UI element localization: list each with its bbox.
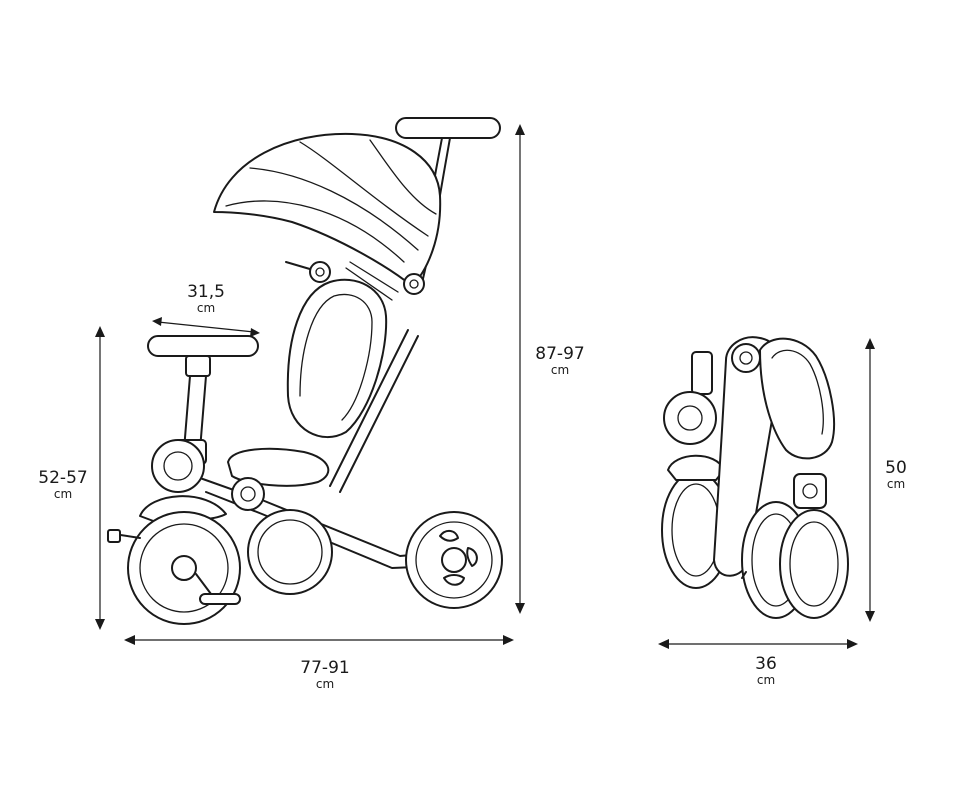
label-handlebar-height: 52-57 cm bbox=[30, 468, 96, 501]
tricycle-unfolded-illustration bbox=[107, 117, 503, 625]
label-handlebar-height-unit: cm bbox=[53, 487, 73, 501]
label-handlebar-width-value: 31,5 bbox=[187, 282, 225, 302]
label-push-handle-height-unit: cm bbox=[550, 363, 570, 377]
label-push-handle-height-value: 87-97 bbox=[535, 344, 585, 364]
dimension-line-handlebar-height bbox=[95, 326, 105, 630]
label-length-unit: cm bbox=[315, 677, 335, 691]
label-folded-width: 36 cm bbox=[744, 654, 788, 687]
label-folded-height-value: 50 bbox=[885, 458, 907, 478]
dimension-line-folded-width bbox=[658, 639, 858, 649]
label-folded-height-unit: cm bbox=[886, 477, 906, 491]
label-push-handle-height: 87-97 cm bbox=[526, 344, 594, 377]
dimension-line-handlebar-width bbox=[152, 317, 260, 337]
label-folded-width-value: 36 bbox=[755, 654, 777, 674]
tricycle-folded-illustration bbox=[661, 336, 849, 619]
label-length: 77-91 cm bbox=[290, 658, 360, 691]
label-folded-height: 50 cm bbox=[876, 458, 916, 491]
label-handlebar-width: 31,5 cm bbox=[176, 282, 236, 315]
label-length-value: 77-91 bbox=[300, 658, 350, 678]
label-handlebar-height-value: 52-57 bbox=[38, 468, 88, 488]
dimension-line-length bbox=[124, 635, 514, 645]
label-folded-width-unit: cm bbox=[756, 673, 776, 687]
dimension-line-folded-height bbox=[865, 338, 875, 622]
label-handlebar-width-unit: cm bbox=[196, 301, 216, 315]
dimension-line-push-handle-height bbox=[515, 124, 525, 614]
